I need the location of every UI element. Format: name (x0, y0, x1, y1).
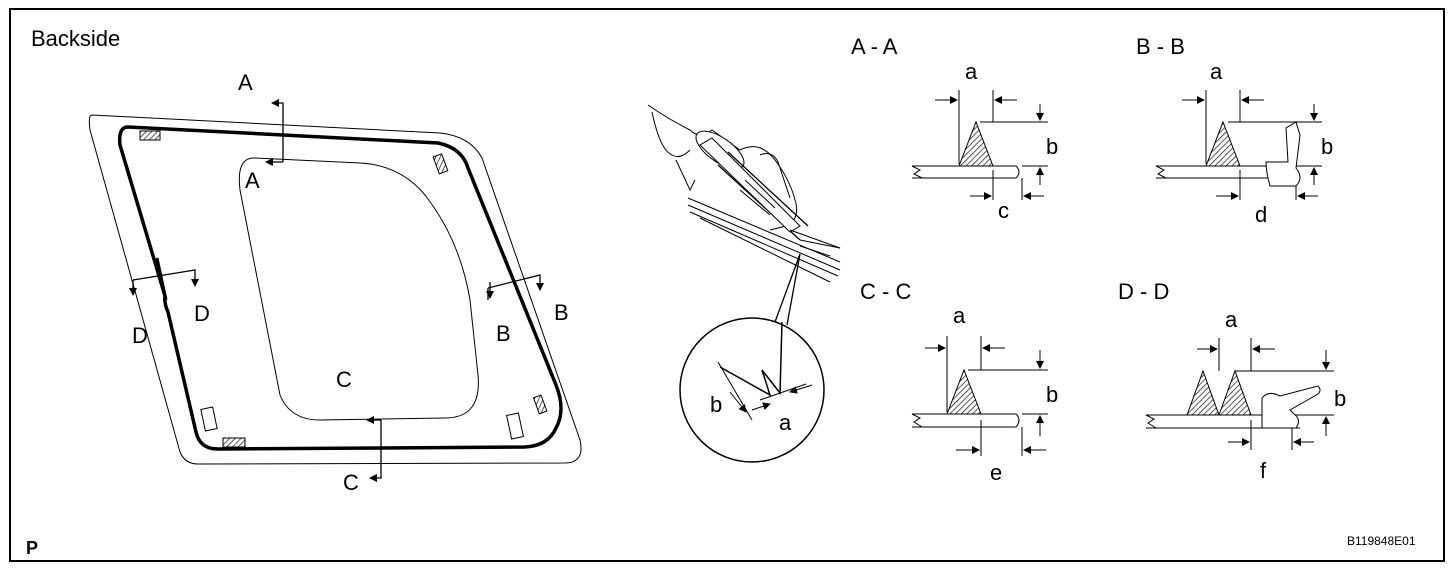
label-c-lower: C (343, 470, 359, 495)
cc-bead (946, 368, 982, 415)
section-aa: A - A a b c (851, 34, 1058, 223)
bb-dim-d: d (1255, 202, 1267, 227)
section-dd-title: D - D (1118, 279, 1169, 304)
bb-bead (1205, 120, 1241, 167)
bb-dim-b: b (1321, 134, 1333, 159)
spacer-right-bottom (532, 394, 548, 415)
label-a-upper: A (238, 70, 253, 95)
pad-left-bottom (200, 406, 218, 432)
bead-profile (719, 321, 783, 397)
adhesive-bead (117, 125, 563, 451)
sealant-gun (647, 104, 841, 283)
cc-dim-a: a (953, 303, 966, 328)
section-aa-title: A - A (851, 34, 898, 59)
window-glass (88, 114, 582, 465)
cut-d (132, 269, 199, 287)
label-a-lower: A (245, 168, 260, 193)
label-d-left: D (132, 323, 148, 348)
detail-label-a: a (779, 410, 792, 435)
cc-dim-b: b (1046, 382, 1058, 407)
label-c-upper: C (336, 367, 352, 392)
bead-detail-callout (679, 253, 825, 463)
spacer-right-top (432, 153, 449, 175)
glass-outline (88, 114, 582, 465)
spacers (139, 130, 548, 448)
cut-a-top (271, 99, 284, 162)
aa-glass (912, 165, 1020, 179)
dd-bead-2 (1218, 369, 1252, 416)
section-bb: B - B a b d (1136, 34, 1333, 227)
section-cuts (129, 99, 540, 482)
bb-molding (1265, 121, 1301, 187)
corner-mark: P (26, 538, 38, 558)
aa-bead (958, 120, 994, 167)
d-section-line (155, 257, 168, 301)
dd-dim-b: b (1334, 386, 1346, 411)
dd-dim-a: a (1225, 307, 1238, 332)
label-b-right: B (554, 300, 569, 325)
cut-c (369, 420, 382, 482)
detail-circle (679, 317, 825, 463)
label-b-left: B (496, 321, 511, 346)
section-cc: C - C a b e (860, 279, 1058, 485)
label-d-right: D (194, 301, 210, 326)
section-dd: D - D a b f (1118, 279, 1346, 483)
dd-bead-1 (1186, 369, 1220, 416)
glass-layers (687, 197, 841, 283)
pad-right-bottom (506, 412, 524, 440)
section-cc-title: C - C (860, 279, 911, 304)
dd-dim-f: f (1260, 458, 1267, 483)
dd-molding (1261, 385, 1321, 429)
cc-dim-e: e (990, 460, 1002, 485)
figure-code: B119848E01 (1347, 534, 1416, 548)
inner-opening (238, 157, 479, 421)
bb-dim-a: a (1210, 59, 1223, 84)
detail-label-b: b (710, 392, 722, 417)
aa-dim-b: b (1046, 134, 1058, 159)
cc-glass (912, 413, 1020, 428)
spacer-bottom (222, 437, 246, 448)
section-bb-title: B - B (1136, 34, 1185, 59)
panel-title: Backside (31, 26, 120, 51)
aa-dim-c: c (998, 198, 1009, 223)
section-letters: A A B B C C D D (132, 70, 569, 495)
callout-pointer (774, 253, 801, 326)
hand (647, 104, 798, 231)
spacer-top (139, 130, 161, 141)
aa-dim-a: a (965, 59, 978, 84)
